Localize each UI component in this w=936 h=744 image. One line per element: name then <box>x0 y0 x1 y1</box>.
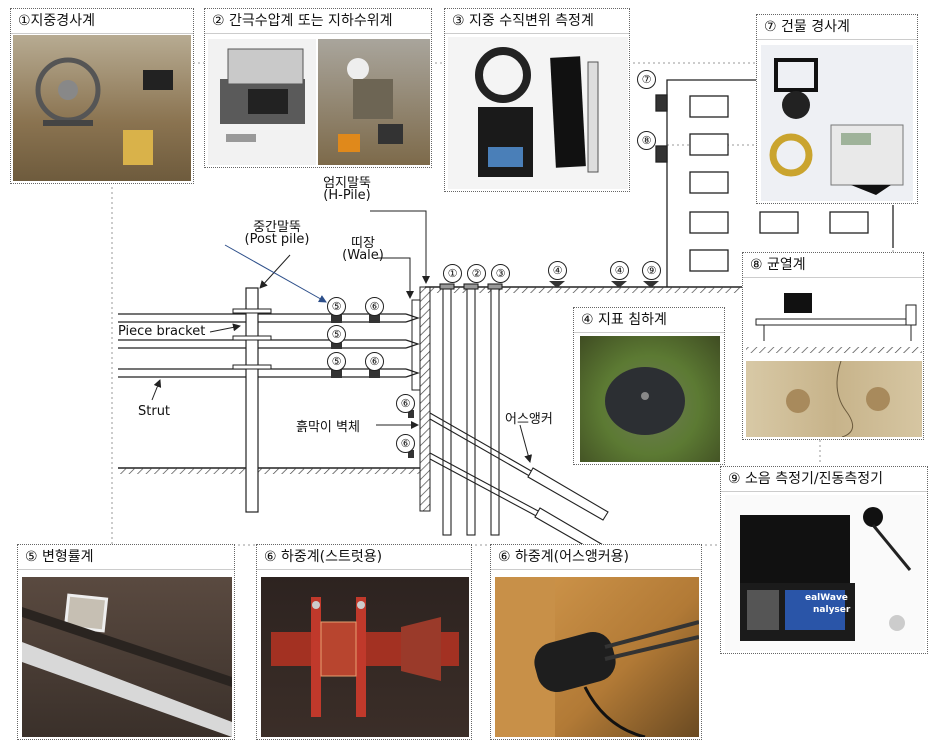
pointer-arrows <box>151 210 533 463</box>
inclinometer-photo <box>13 35 191 181</box>
borehole-instruments <box>439 283 503 536</box>
device-model: nalyser <box>813 605 851 615</box>
panel-inclinometer: ①지중경사계 <box>10 8 194 184</box>
excavation-floor <box>118 467 420 474</box>
panel-title: ⑧ 균열계 <box>743 253 923 278</box>
load-cell-gauge <box>369 369 380 378</box>
panel-title: ⑨ 소음 측정기/진동측정기 <box>721 467 927 492</box>
panel-piezometer: ② 간극수압계 또는 지하수위계 <box>204 8 432 168</box>
panel-title: ③ 지중 수직변위 측정계 <box>445 9 629 34</box>
panel-title: ⑥ 하중계(어스앵커용) <box>491 545 701 570</box>
load-cell-anchor-photo <box>495 577 699 737</box>
crackmeter-schematic <box>746 281 922 359</box>
marker-9: ⑨ <box>642 261 661 280</box>
panel-title: ⑥ 하중계(스트럿용) <box>257 545 471 570</box>
settlement-plate-photo <box>580 336 720 462</box>
marker-6a: ⑥ <box>365 297 384 316</box>
strain-gauge <box>331 369 342 378</box>
panel-title: ①지중경사계 <box>11 9 193 34</box>
panel-crackmeter: ⑧ 균열계 <box>742 252 924 440</box>
marker-5a: ⑤ <box>327 297 346 316</box>
postpile-label-en: (Post pile) <box>244 232 310 247</box>
panel-strain-gauge: ⑤ 변형률계 <box>17 544 235 740</box>
panel-noise-vibration: ⑨ 소음 측정기/진동측정기 ealWave nalyser <box>720 466 928 654</box>
marker-2: ② <box>467 264 486 283</box>
hpile-label-ko: 엄지말뚝 <box>323 176 371 191</box>
marker-8: ⑧ <box>637 131 656 150</box>
building <box>655 79 894 287</box>
post-pile <box>232 287 272 513</box>
extensometer-photo <box>448 37 628 189</box>
marker-4b: ④ <box>610 261 629 280</box>
marker-3: ③ <box>491 264 510 283</box>
marker-5c: ⑤ <box>327 352 346 371</box>
piezometer-readout-photo <box>208 39 316 165</box>
marker-6-anchor-a: ⑥ <box>396 394 415 413</box>
anchor-load-cell <box>408 450 414 458</box>
panel-title: ⑦ 건물 경사계 <box>757 15 917 40</box>
panel-load-cell-strut: ⑥ 하중계(스트럿용) <box>256 544 472 740</box>
tiltmeter-photo <box>761 45 913 201</box>
marker-6-anchor-b: ⑥ <box>396 434 415 453</box>
settlement-plates <box>549 281 659 288</box>
wale-label-ko: 띠장 <box>351 236 375 251</box>
load-cell-gauge <box>369 314 380 323</box>
anchor-load-cell <box>408 410 414 418</box>
marker-4a: ④ <box>548 261 567 280</box>
noise-meter-photo: ealWave nalyser <box>725 495 925 651</box>
strain-gauge <box>331 314 342 323</box>
panel-settlement-plate: ④ 지표 침하계 <box>573 307 725 465</box>
panel-load-cell-anchor: ⑥ 하중계(어스앵커용) <box>490 544 702 740</box>
postpile-label-ko: 중간말뚝 <box>253 220 301 235</box>
piezometer-field-photo <box>318 39 430 165</box>
marker-1: ① <box>443 264 462 283</box>
panel-tiltmeter: ⑦ 건물 경사계 <box>756 14 918 204</box>
anchor-label: 어스앵커 <box>505 412 553 427</box>
load-cell-strut-photo <box>261 577 469 737</box>
strut-label: Strut <box>138 404 171 419</box>
crackmeter-photo <box>746 361 922 437</box>
piece-bracket-label: Piece bracket <box>118 324 206 339</box>
strain-gauge-photo <box>22 577 232 737</box>
wall-label: 흙막이 벽체 <box>296 420 360 435</box>
marker-6c: ⑥ <box>365 352 384 371</box>
panel-title: ⑤ 변형률계 <box>18 545 234 570</box>
retaining-wall <box>419 286 431 512</box>
strain-gauge <box>331 340 342 349</box>
marker-5b: ⑤ <box>327 325 346 344</box>
marker-7: ⑦ <box>637 70 656 89</box>
panel-title: ② 간극수압계 또는 지하수위계 <box>205 9 431 34</box>
device-brand: ealWave <box>805 593 848 603</box>
hpile-label-en: (H-Pile) <box>323 188 371 203</box>
panel-extensometer: ③ 지중 수직변위 측정계 <box>444 8 630 192</box>
wale-label-en: (Wale) <box>342 248 384 263</box>
panel-title: ④ 지표 침하계 <box>574 308 724 333</box>
